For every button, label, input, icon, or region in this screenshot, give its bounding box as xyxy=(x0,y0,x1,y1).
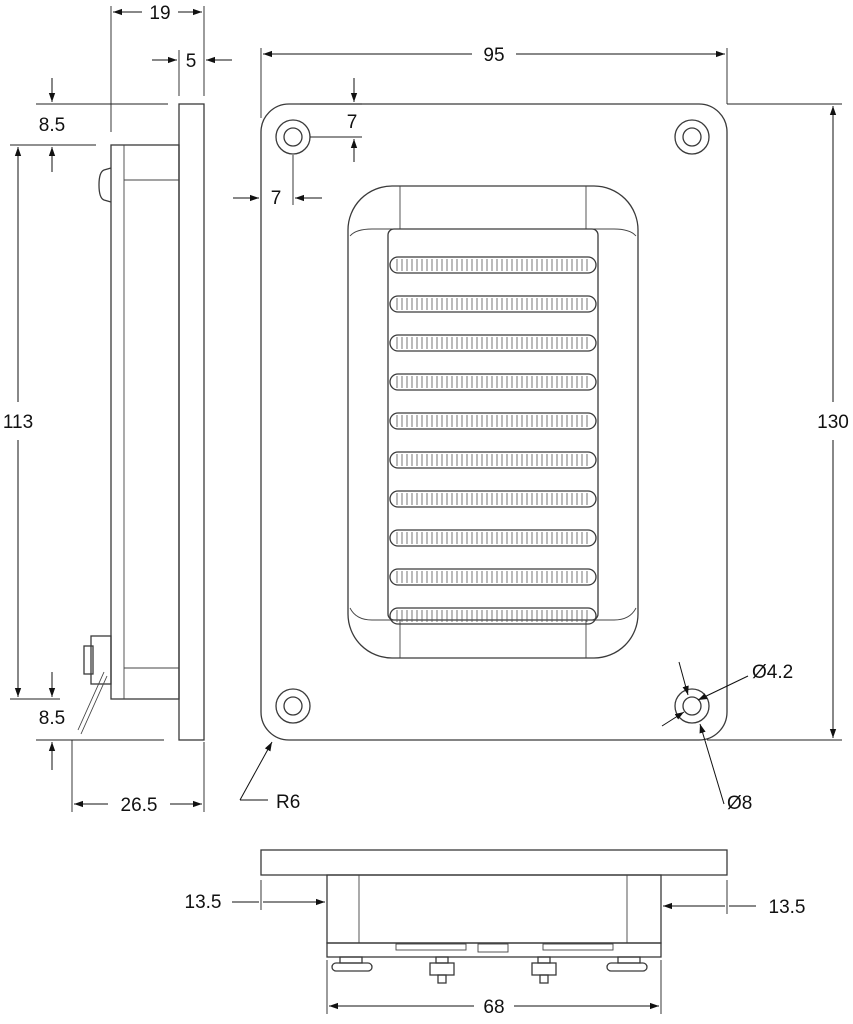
bottom-base xyxy=(326,942,662,958)
grille-ribs xyxy=(396,571,588,583)
side-body xyxy=(110,144,180,700)
dim-counterbore-diameter: Ø8 xyxy=(727,793,752,814)
dim-body-width: 68 xyxy=(483,997,504,1018)
grille-slot xyxy=(389,334,597,352)
dim-hole-offset-x: 7 xyxy=(271,188,282,209)
grille-ribs xyxy=(396,298,588,310)
grille-slot xyxy=(389,607,597,625)
dim-bottom-offset: 8.5 xyxy=(39,708,65,729)
dim-front-height: 130 xyxy=(817,412,849,433)
grille-slot xyxy=(389,373,597,391)
mounting-hole-top-right xyxy=(674,119,710,155)
front-view xyxy=(260,103,728,741)
grille-slots xyxy=(389,256,597,625)
mounting-hole-bottom-left xyxy=(275,688,311,724)
bottom-terminal-left xyxy=(429,956,455,984)
front-plate xyxy=(260,103,728,741)
grille-ribs xyxy=(396,493,588,505)
grille-slot xyxy=(389,568,597,586)
diaphragm-grille xyxy=(387,228,599,621)
grille-ribs xyxy=(396,259,588,271)
dim-hole-offset-y: 7 xyxy=(347,112,358,133)
grille-slot xyxy=(389,295,597,313)
side-flange xyxy=(178,103,205,741)
grille-slot xyxy=(389,256,597,274)
dim-top-offset: 8.5 xyxy=(39,115,65,136)
bottom-foot-right xyxy=(606,956,648,972)
grille-ribs xyxy=(396,610,588,622)
grille-ribs xyxy=(396,337,588,349)
side-terminal xyxy=(77,635,112,735)
side-view xyxy=(77,103,205,741)
grille-slot xyxy=(389,490,597,508)
dimensions: 95 130 7 7 Ø4.2 Ø8 R6 19 xyxy=(3,3,849,1018)
bottom-foot-left xyxy=(331,956,373,972)
side-top-stud xyxy=(98,167,112,203)
dim-corner-radius: R6 xyxy=(276,792,300,813)
grille-slot xyxy=(389,451,597,469)
grille-ribs xyxy=(396,454,588,466)
horn-frame-outer xyxy=(347,185,639,659)
bottom-body xyxy=(326,874,662,944)
grille-ribs xyxy=(396,415,588,427)
grille-ribs xyxy=(396,376,588,388)
dim-right-margin: 13.5 xyxy=(769,897,806,918)
dim-hole-diameter: Ø4.2 xyxy=(752,662,793,683)
mounting-hole-top-left xyxy=(275,119,311,155)
grille-slot xyxy=(389,412,597,430)
dim-top-width: 19 xyxy=(149,3,170,24)
grille-slot xyxy=(389,529,597,547)
bottom-flange xyxy=(260,849,728,876)
dim-side-depth: 26.5 xyxy=(121,795,158,816)
bottom-view xyxy=(260,849,728,984)
dim-side-height: 113 xyxy=(3,412,33,433)
dim-left-margin: 13.5 xyxy=(185,892,222,913)
grille-ribs xyxy=(396,532,588,544)
mounting-hole-bottom-right xyxy=(674,688,710,724)
dim-front-width: 95 xyxy=(483,45,504,66)
bottom-terminal-right xyxy=(531,956,557,984)
dim-flange-thickness: 5 xyxy=(186,51,197,72)
